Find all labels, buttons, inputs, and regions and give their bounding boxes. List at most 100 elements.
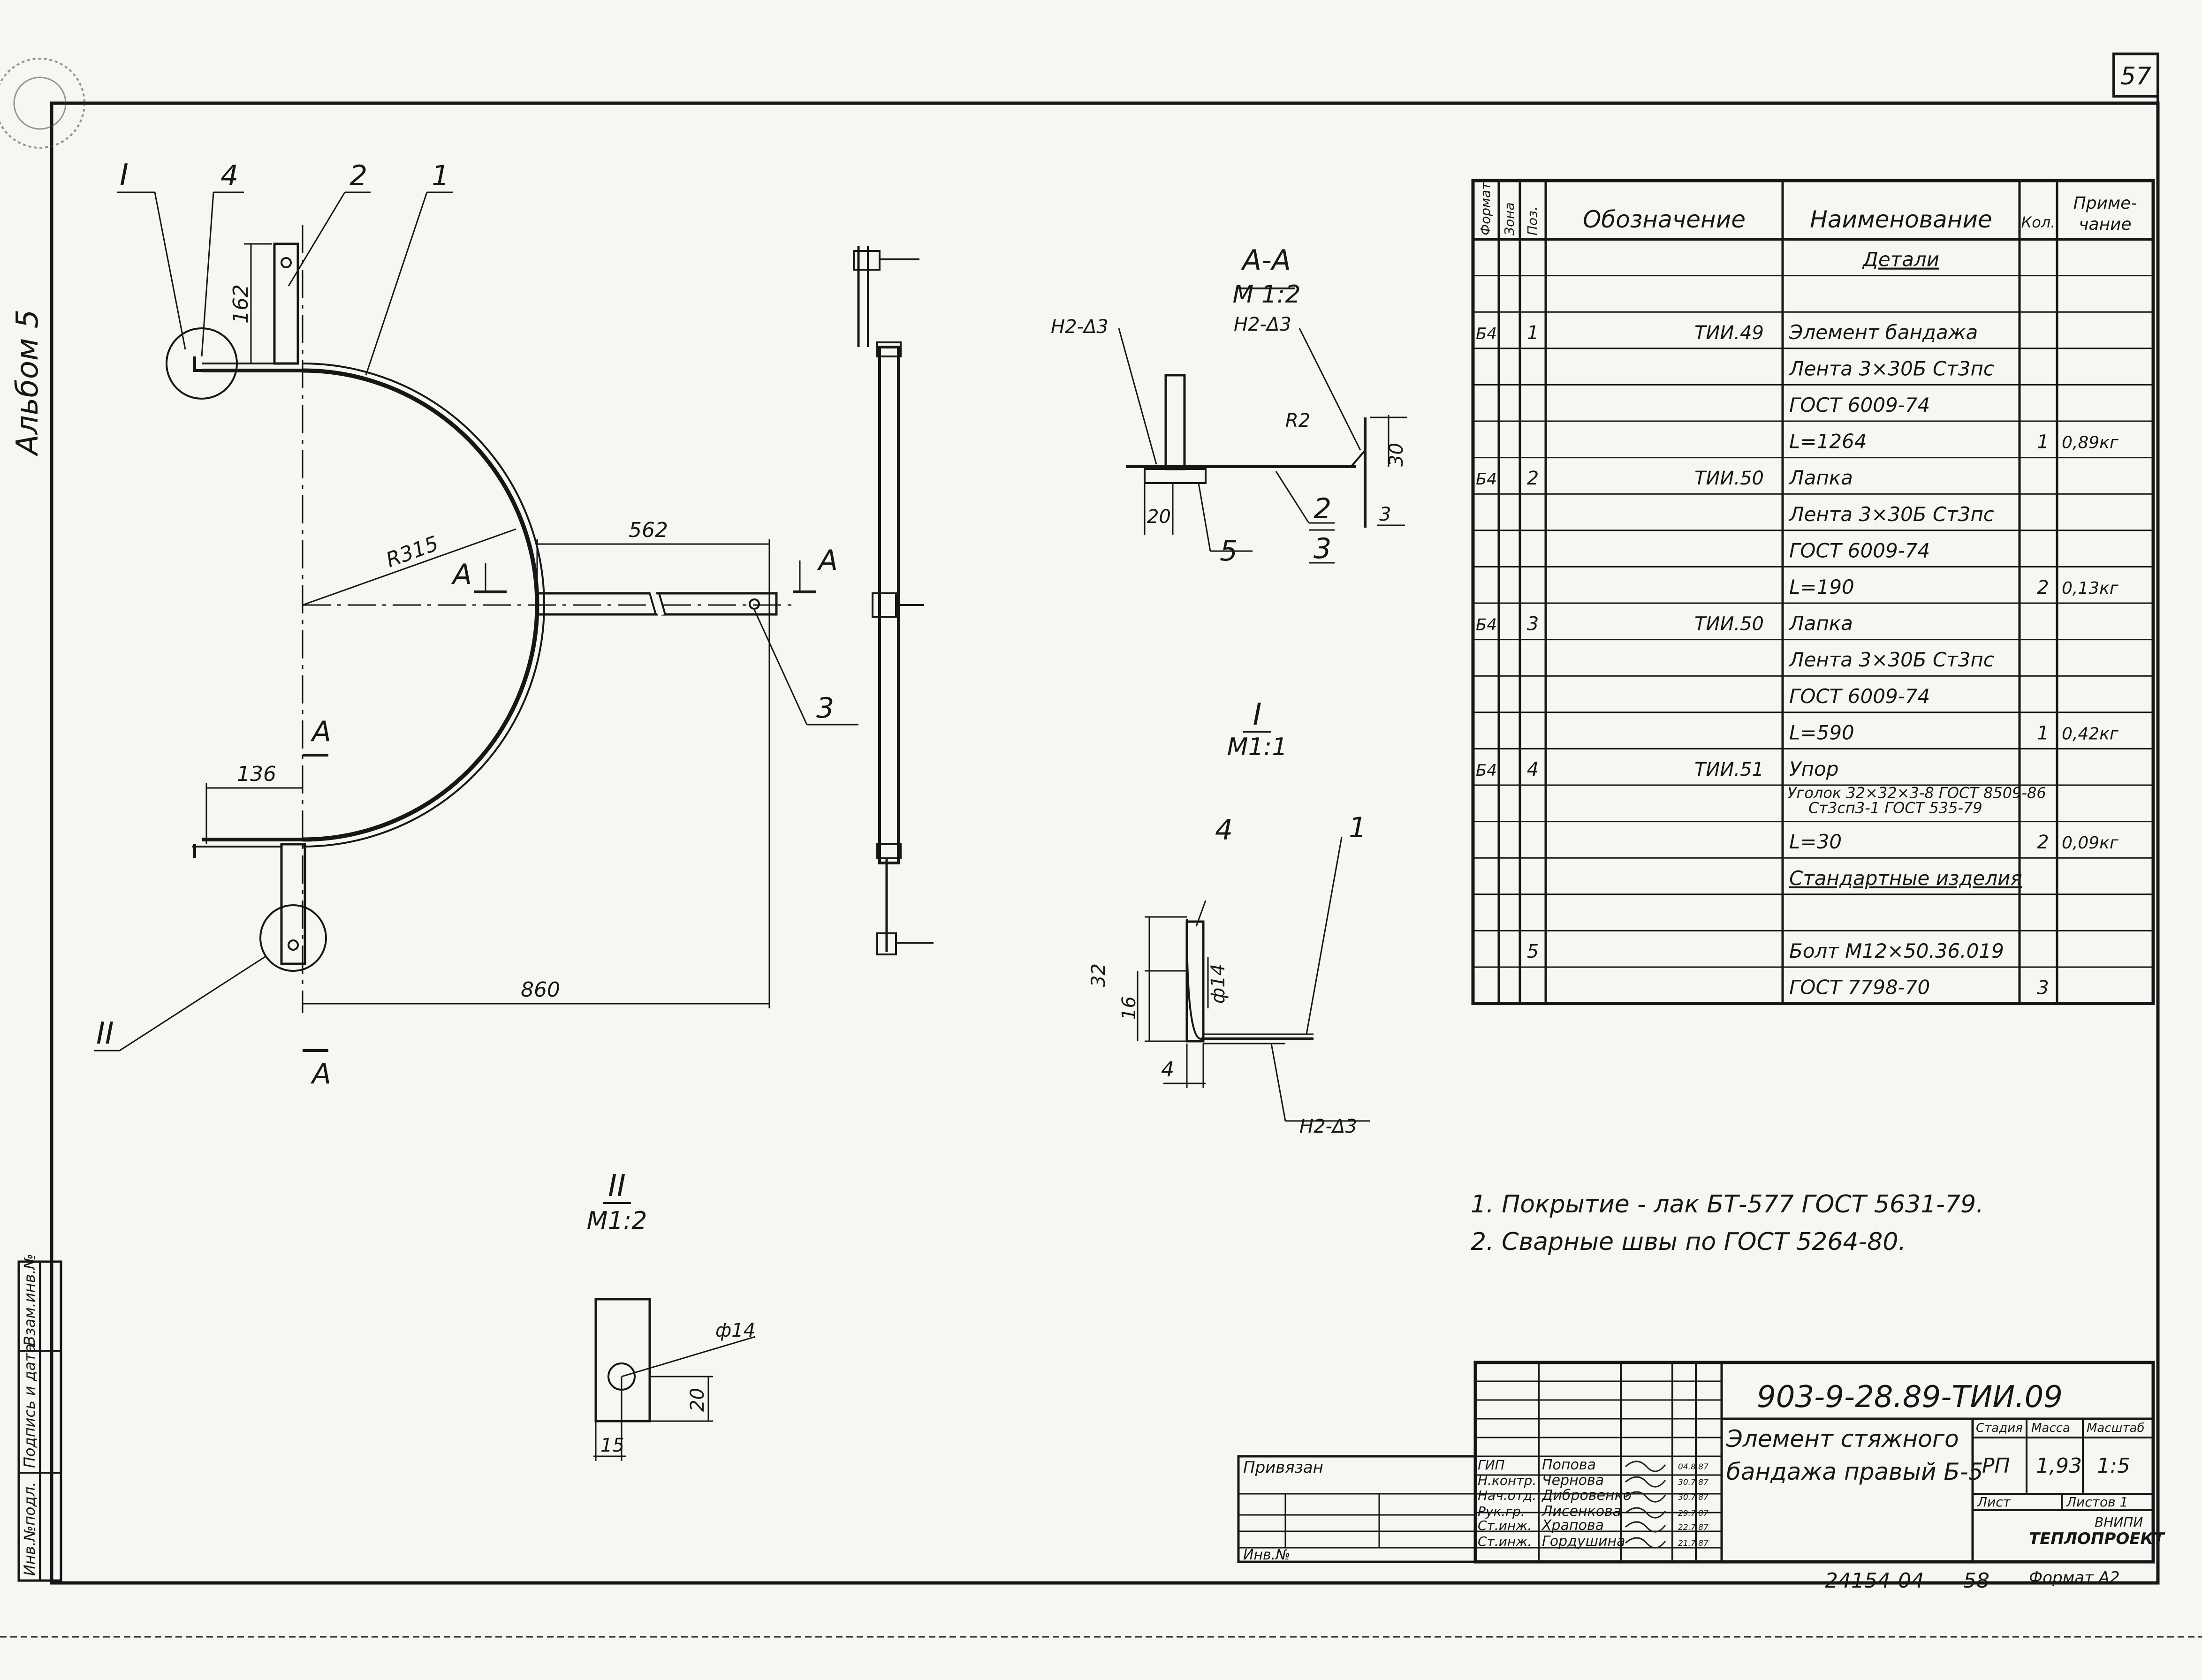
dim-4: 4 bbox=[1161, 1058, 1174, 1082]
dim-phi14-view-ii: ф14 bbox=[715, 1320, 755, 1341]
signature-name: Попова bbox=[1542, 1457, 1596, 1473]
sheet-frame bbox=[50, 101, 2160, 1585]
cell-note: 0,13кг bbox=[2062, 579, 2119, 598]
dim-16: 16 bbox=[1118, 996, 1140, 1020]
view-i-weld: Н2-Δ3 bbox=[1299, 1116, 1357, 1137]
cell-pos: 5 bbox=[1527, 941, 1539, 962]
cell-name: Детали bbox=[1862, 248, 1939, 271]
title-block-text: 903-9-28.89-ТИИ.09 Элемент стяжного банд… bbox=[1243, 1380, 2165, 1593]
dim-phi14-view-i: ф14 bbox=[1207, 964, 1229, 1004]
signature-scribble bbox=[1625, 1461, 1666, 1472]
signature-scribble bbox=[1625, 1476, 1666, 1488]
dim-136: 136 bbox=[237, 762, 276, 786]
signature-role: Ст.инж. bbox=[1478, 1518, 1532, 1533]
dim-15: 15 bbox=[600, 1435, 624, 1456]
header-name: Наименование bbox=[1810, 206, 1992, 233]
header-qty: Кол. bbox=[2021, 213, 2056, 231]
cell-name: Лента 3×30Б Ст3пс bbox=[1788, 648, 1994, 671]
section-aa-pos-3: 3 bbox=[1314, 532, 1331, 565]
signature-date: 04.8.87 bbox=[1678, 1462, 1708, 1472]
view-i-scale: М1:1 bbox=[1227, 733, 1288, 761]
cell-name: Элемент бандажа bbox=[1789, 321, 1978, 344]
inv-label: Инв.№ bbox=[1243, 1547, 1290, 1563]
cell-qty: 2 bbox=[2037, 577, 2049, 598]
cell-note: 0,09кг bbox=[2062, 833, 2119, 853]
view-ii-title: II bbox=[608, 1169, 626, 1203]
stamp bbox=[0, 58, 85, 149]
signature-scribble bbox=[1625, 1507, 1666, 1519]
cell-pos: 4 bbox=[1527, 759, 1539, 780]
signature-scribble bbox=[1625, 1491, 1666, 1503]
cell-name-2: Ст3сп3-1 ГОСТ 535-79 bbox=[1808, 799, 1982, 817]
cell-name: L=190 bbox=[1789, 575, 1854, 598]
cell-name: Уголок 32×32×3-8 ГОСТ 8509-86 bbox=[1787, 784, 2046, 802]
left-strip: Инв.№подл. Подпись и дата Взам.инв.№ bbox=[17, 1254, 62, 1582]
signature-date: 22.7.87 bbox=[1678, 1523, 1708, 1532]
header-designation: Обозначение bbox=[1583, 206, 1746, 233]
cell-name: L=30 bbox=[1789, 830, 1842, 853]
dim-860: 860 bbox=[521, 978, 560, 1002]
scale-value: 1:5 bbox=[2097, 1454, 2130, 1478]
cell-name: Лапка bbox=[1788, 612, 1853, 635]
callout-pos-2: 2 bbox=[349, 159, 367, 192]
signature-date: 21.7.87 bbox=[1678, 1539, 1708, 1548]
inv-podl-label: Инв.№подл. bbox=[21, 1482, 38, 1576]
section-mark-a1: А bbox=[451, 558, 472, 591]
note-1: 1. Покрытие - лак БТ-577 ГОСТ 5631-79. bbox=[1471, 1190, 1984, 1218]
cell-format: Б4 bbox=[1476, 761, 1497, 780]
cell-name: Лапка bbox=[1788, 466, 1853, 489]
signature-name: Чернова bbox=[1542, 1472, 1604, 1489]
header-pos: Поз. bbox=[1525, 206, 1540, 235]
header-format: Формат bbox=[1478, 182, 1493, 235]
section-aa-pos-2: 2 bbox=[1314, 492, 1331, 525]
sign-date-label: Подпись и дата bbox=[21, 1344, 38, 1468]
signature-name: Храпова bbox=[1541, 1517, 1604, 1534]
section-aa-labels: А-А М 1:2 Н2-Δ3 Н2-Δ3 R2 30 3 20 5 2 3 bbox=[1051, 244, 1407, 568]
view-ii bbox=[593, 1202, 756, 1461]
bottom-code: 24154-04 bbox=[1825, 1569, 1924, 1593]
cell-name: Лента 3×30Б Ст3пс bbox=[1788, 503, 1994, 526]
title-line-1: Элемент стяжного bbox=[1726, 1425, 1959, 1453]
sheet-number-box bbox=[2112, 53, 2159, 98]
scale-label: Масштаб bbox=[2087, 1421, 2145, 1435]
stage-value: РП bbox=[1982, 1454, 2010, 1478]
cell-designation: ТИИ.49 bbox=[1694, 322, 1764, 344]
signature-date: 29.7.87 bbox=[1678, 1509, 1708, 1518]
weld-mark-right: Н2-Δ3 bbox=[1234, 314, 1291, 335]
signature-role: Рук.гр. bbox=[1478, 1504, 1525, 1519]
cell-format: Б4 bbox=[1476, 325, 1497, 343]
dim-32: 32 bbox=[1088, 963, 1109, 987]
sheets-label: Листов 1 bbox=[2066, 1494, 2128, 1510]
view-ii-scale: М1:2 bbox=[587, 1207, 647, 1235]
doc-code: 903-9-28.89-ТИИ.09 bbox=[1757, 1380, 2063, 1415]
header-note: Приме- bbox=[2073, 194, 2137, 213]
dim-162: 162 bbox=[229, 284, 253, 324]
cell-format: Б4 bbox=[1476, 616, 1497, 635]
org-line-2: ТЕПЛОПРОЕКТ bbox=[2029, 1529, 2165, 1548]
view-i bbox=[1137, 731, 1370, 1122]
cell-format: Б4 bbox=[1476, 470, 1497, 489]
signature-role: Ст.инж. bbox=[1478, 1534, 1532, 1549]
cell-pos: 2 bbox=[1527, 468, 1539, 489]
cell-name: ГОСТ 6009-74 bbox=[1789, 539, 1930, 562]
cell-pos: 1 bbox=[1527, 322, 1539, 344]
callout-pos-1: 1 bbox=[432, 159, 449, 192]
notes: 1. Покрытие - лак БТ-577 ГОСТ 5631-79. 2… bbox=[1471, 1190, 1984, 1256]
stage-label: Стадия bbox=[1976, 1421, 2023, 1435]
cell-name: Стандартные изделия bbox=[1789, 867, 2022, 890]
cell-qty: 2 bbox=[2037, 832, 2049, 853]
cell-name: ГОСТ 6009-74 bbox=[1789, 685, 1930, 708]
cell-designation: ТИИ.50 bbox=[1694, 468, 1764, 489]
cell-pos: 3 bbox=[1527, 613, 1539, 635]
main-view-labels: I 4 2 1 162 R315 562 А А А А 3 136 860 I… bbox=[96, 158, 838, 1090]
mass-value: 1,93 bbox=[2036, 1454, 2082, 1478]
signature-scribble bbox=[1625, 1537, 1666, 1549]
signature-role: Нач.отд. bbox=[1478, 1488, 1536, 1503]
signature-name: Лисенкова bbox=[1541, 1503, 1621, 1520]
cell-name: L=1264 bbox=[1789, 430, 1867, 453]
cell-name: Упор bbox=[1789, 757, 1838, 780]
section-aa-pos-5: 5 bbox=[1220, 535, 1238, 568]
dim-3: 3 bbox=[1379, 504, 1391, 525]
dim-20: 20 bbox=[1147, 506, 1171, 528]
